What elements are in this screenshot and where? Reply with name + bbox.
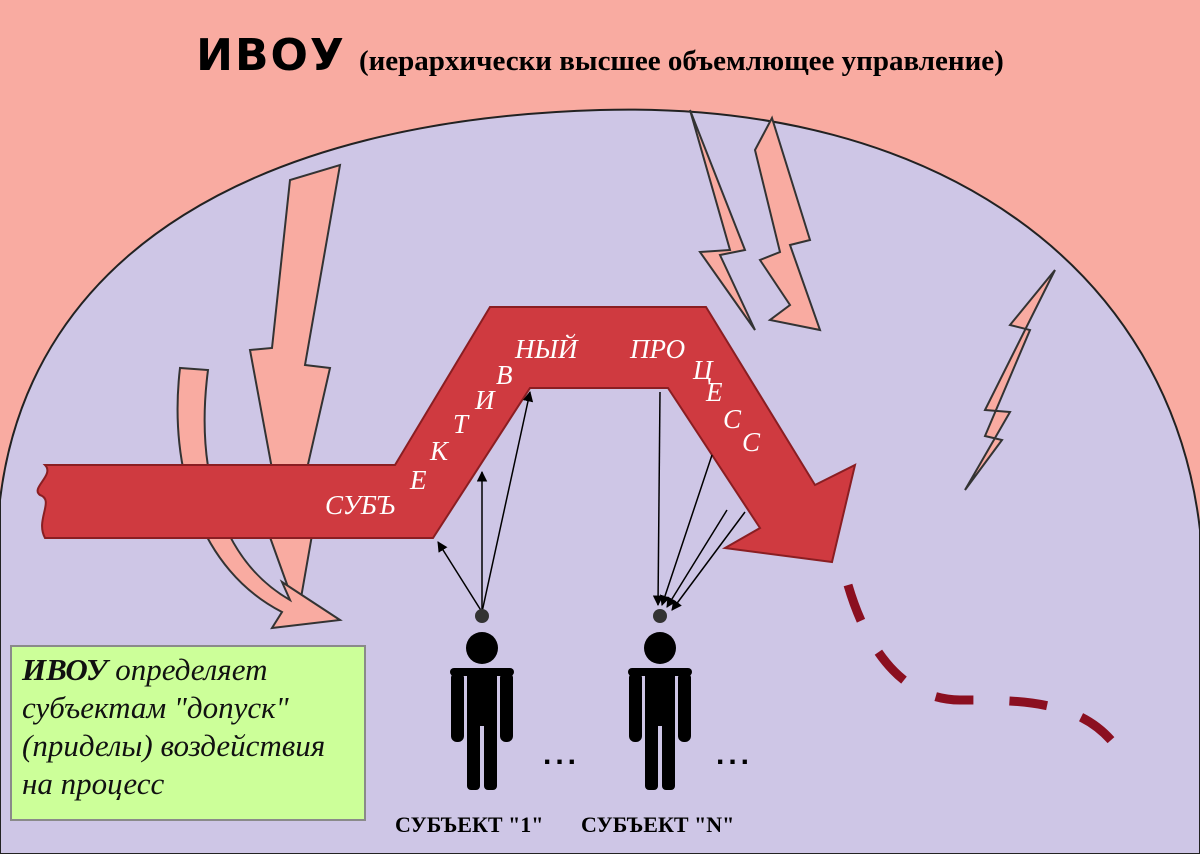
- influence-arrow: [652, 391, 664, 607]
- ellipsis-after-subjects: ...: [716, 738, 754, 771]
- flow-label-part: СУБЪ: [325, 490, 395, 520]
- flow-label-part: С: [742, 427, 761, 457]
- title-subtitle: (иерархически высшее объемлющее управлен…: [358, 45, 1004, 77]
- diagram-title: ИВОУ (иерархически высшее объемлющее упр…: [0, 30, 1200, 81]
- info-line-2: субъектам "допуск": [22, 690, 289, 725]
- influence-arrow: [666, 509, 728, 608]
- lightning-bolt-3: [753, 115, 822, 332]
- flow-label-part: НЫЙ: [515, 334, 578, 364]
- subject-n-head: [644, 632, 676, 664]
- info-line-1-text: определяет: [107, 652, 268, 687]
- dashed-continuation-path: [843, 583, 1119, 748]
- influence-arrow: [481, 390, 534, 613]
- lightning-bolt-4: [964, 269, 1056, 491]
- influence-arrow: [660, 454, 713, 606]
- info-line-1: ИВОУ определяет: [22, 651, 354, 689]
- subject-n-label: СУБЪЕКТ "N": [581, 812, 735, 837]
- flow-label-part: Е: [706, 377, 723, 407]
- subjective-process-arrow: [36, 306, 857, 564]
- subject-1-head: [466, 632, 498, 664]
- lightning-bolt-2: [689, 109, 756, 331]
- flow-label-part: К: [430, 436, 448, 466]
- influence-arrow: [437, 541, 483, 613]
- influence-arrow: [671, 511, 746, 611]
- subject-n-indicator: [653, 609, 667, 623]
- lightning-bolt-1: [248, 163, 342, 619]
- subject-1-figure: [450, 609, 514, 790]
- title-main: ИВОУ: [196, 30, 346, 81]
- flow-label-part: Ц: [693, 355, 713, 385]
- info-box: ИВОУ определяет субъектам "допуск" (прид…: [10, 645, 366, 821]
- info-line-4: на процесс: [22, 766, 165, 801]
- subject-1-label: СУБЪЕКТ "1": [395, 812, 544, 837]
- subject-n-figure: [628, 609, 692, 790]
- flow-label-part: В: [496, 360, 513, 390]
- flow-label-part: И: [475, 385, 495, 415]
- flow-label-part: ПРО: [630, 334, 686, 364]
- flow-label-part: Е: [410, 465, 427, 495]
- info-bold-term: ИВОУ: [22, 652, 108, 687]
- subject-1-indicator: [475, 609, 489, 623]
- info-line-3: (приделы) воздействия: [22, 728, 326, 763]
- ellipsis-between-subjects: ...: [543, 738, 581, 771]
- flow-label-part: С: [723, 404, 742, 434]
- flow-label-part: Т: [453, 409, 469, 439]
